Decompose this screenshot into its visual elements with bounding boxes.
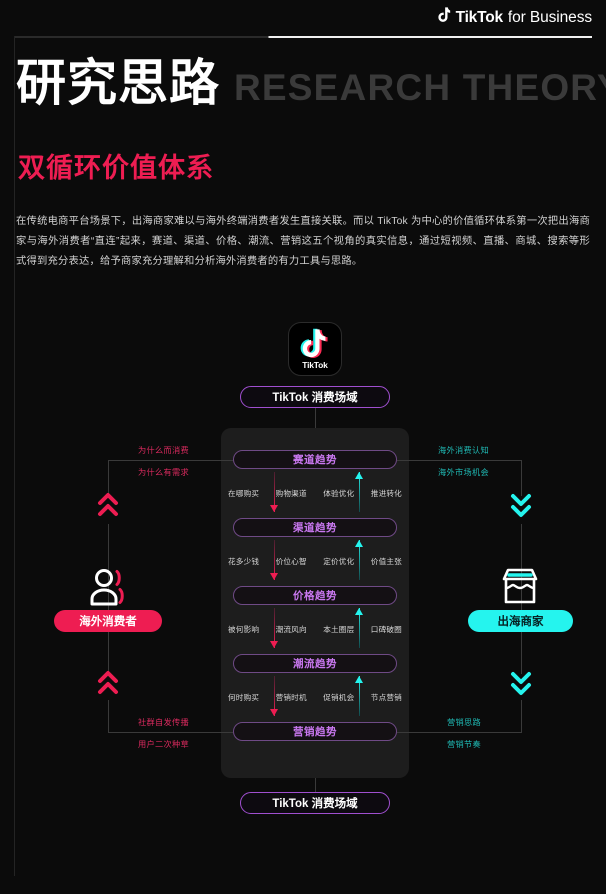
keyword: 节点营销 (370, 692, 402, 702)
value-loop-diagram: TikTok TikTok 消费场域 TikTok 消费场域 赛道趋势 渠道趋势… (0, 300, 606, 860)
left-label-0: 为什么而消费 (138, 446, 189, 455)
keyword-row-0: 在哪购买 购物渠道 体验优化 推进转化 (222, 486, 408, 500)
keyword: 在哪购买 (228, 488, 260, 498)
page-title-en: RESEARCH THEORY (234, 67, 606, 108)
pill-tiktok-field-bottom: TikTok 消费场域 (240, 792, 390, 814)
right-label-3: 营销节奏 (447, 740, 481, 749)
right-upper-line (521, 460, 522, 496)
keyword: 价位心智 (275, 556, 307, 566)
keyword: 定价优化 (323, 556, 355, 566)
tiktok-logo-word: TikTok (302, 360, 328, 370)
panel-to-bottom-pill-connector (315, 778, 316, 792)
page-subtitle: 双循环价值体系 (18, 153, 214, 183)
inner-down-arrow-3 (270, 676, 279, 716)
intro-paragraph: 在传统电商平台场景下，出海商家难以与海外终端消费者发生直接关联。而以 TikTo… (16, 216, 590, 267)
keyword: 花多少钱 (228, 556, 260, 566)
inner-up-arrow-3 (355, 676, 364, 716)
left-chevron-up-bottom (97, 668, 119, 696)
logo-to-panel-connector (315, 408, 316, 428)
left-chevron-up-top (97, 490, 119, 518)
keyword: 促销机会 (323, 692, 355, 702)
left-spine-line (14, 36, 15, 876)
keyword: 购物渠道 (275, 488, 307, 498)
storefront-icon (498, 566, 542, 606)
right-label-2: 营销思路 (447, 718, 481, 727)
brand-tiktok-label: TikTok (455, 9, 504, 26)
inner-up-arrow-2 (355, 608, 364, 648)
trend-box-4[interactable]: 营销趋势 (233, 722, 397, 741)
keyword: 价值主张 (370, 556, 402, 566)
tiktok-app-icon: TikTok (288, 322, 342, 376)
left-label-2: 社群自发传播 (138, 718, 189, 727)
keyword-row-3: 何时购买 营销时机 促销机会 节点营销 (222, 690, 408, 704)
brand-for-business-label: for Business (507, 9, 592, 26)
inner-down-arrow-1 (270, 540, 279, 580)
page-title-cn: 研究思路 (16, 55, 220, 111)
inner-down-arrow-0 (270, 472, 279, 512)
keyword: 体验优化 (323, 488, 355, 498)
right-label-1: 海外市场机会 (438, 468, 489, 477)
keyword: 营销时机 (275, 692, 307, 702)
pill-cross-border-merchant: 出海商家 (468, 610, 573, 632)
trend-box-3[interactable]: 潮流趋势 (233, 654, 397, 673)
right-chevron-down-bottom (510, 668, 532, 696)
inner-down-arrow-2 (270, 608, 279, 648)
keyword: 本土圈层 (323, 624, 355, 634)
right-label-0: 海外消费认知 (438, 446, 489, 455)
person-icon (86, 568, 130, 606)
page-title-row: 研究思路 RESEARCH THEORY (16, 58, 606, 108)
trend-box-1[interactable]: 渠道趋势 (233, 518, 397, 537)
pill-tiktok-field-top: TikTok 消费场域 (240, 386, 390, 408)
keyword: 何时购买 (228, 692, 260, 702)
inner-up-arrow-1 (355, 540, 364, 580)
left-middle-line (108, 524, 109, 674)
right-lower-line (521, 700, 522, 732)
header-rule (14, 36, 592, 38)
left-lower-line (108, 700, 109, 732)
tiktok-for-business-logo: TikTok for Business (436, 5, 592, 27)
keyword: 潮流风向 (275, 624, 307, 634)
right-top-horizontal-line (397, 460, 522, 461)
left-label-3: 用户二次种草 (138, 740, 189, 749)
left-top-horizontal-line (108, 460, 233, 461)
right-bottom-horizontal-line (397, 732, 522, 733)
trend-box-0[interactable]: 赛道趋势 (233, 450, 397, 469)
left-upper-line (108, 460, 109, 496)
left-label-1: 为什么有需求 (138, 468, 189, 477)
pill-overseas-consumer: 海外消费者 (54, 610, 162, 632)
trend-box-2[interactable]: 价格趋势 (233, 586, 397, 605)
tiktok-note-icon (436, 7, 451, 24)
keyword: 被何影响 (228, 624, 260, 634)
keyword: 推进转化 (370, 488, 402, 498)
right-middle-line (521, 524, 522, 674)
brand-bar: TikTok for Business (0, 0, 606, 32)
keyword-row-2: 被何影响 潮流风向 本土圈层 口碑破圈 (222, 622, 408, 636)
keyword: 口碑破圈 (370, 624, 402, 634)
right-chevron-down-top (510, 490, 532, 518)
inner-up-arrow-0 (355, 472, 364, 512)
left-bottom-horizontal-line (108, 732, 233, 733)
keyword-row-1: 花多少钱 价位心智 定价优化 价值主张 (222, 554, 408, 568)
